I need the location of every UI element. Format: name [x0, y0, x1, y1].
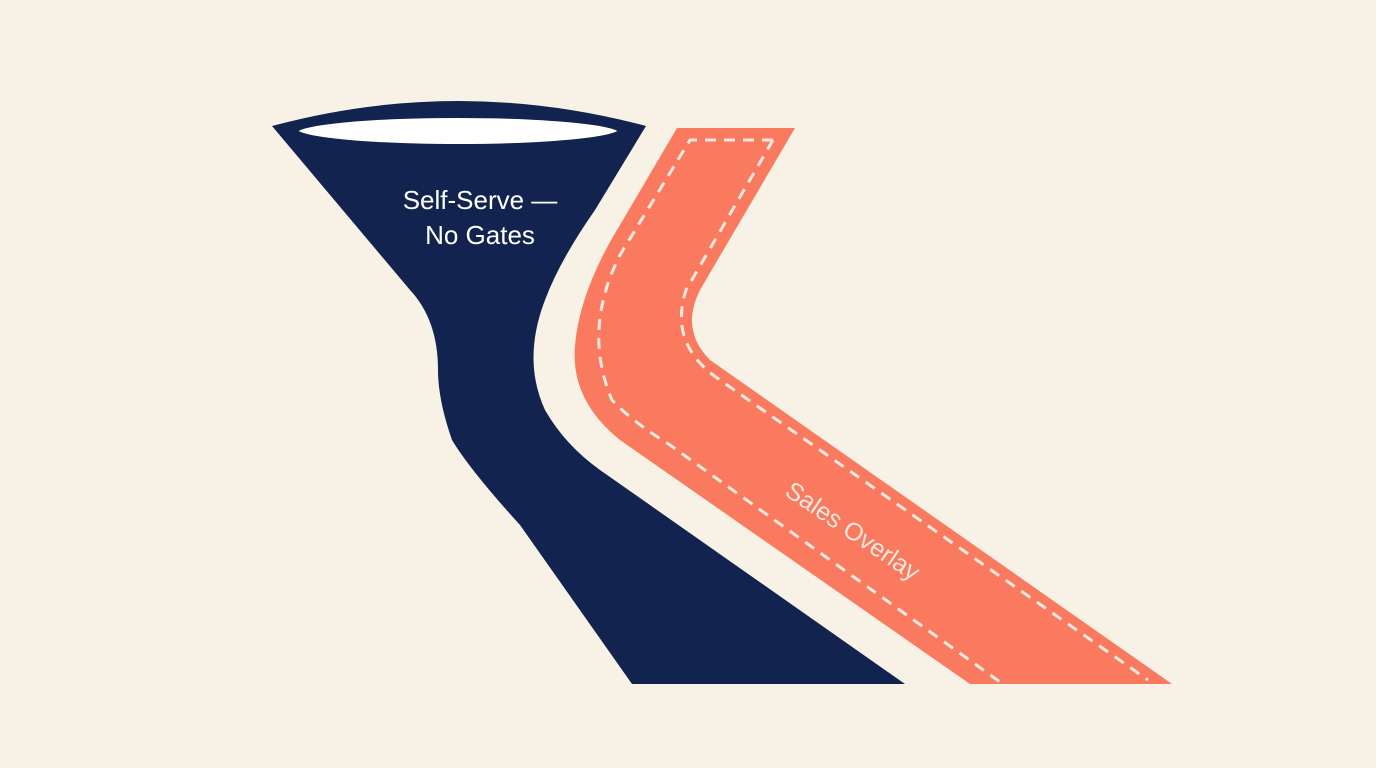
sales-lane-dashed-line-outer [679, 139, 1149, 682]
sales-overlay-lane [574, 128, 1172, 684]
self-serve-label-line2: No Gates [425, 220, 535, 250]
sales-lane-dashed-line [597, 138, 1001, 684]
funnel-rim [292, 112, 624, 150]
self-serve-label-line1: Self-Serve — [403, 185, 558, 215]
self-serve-funnel [272, 101, 905, 684]
